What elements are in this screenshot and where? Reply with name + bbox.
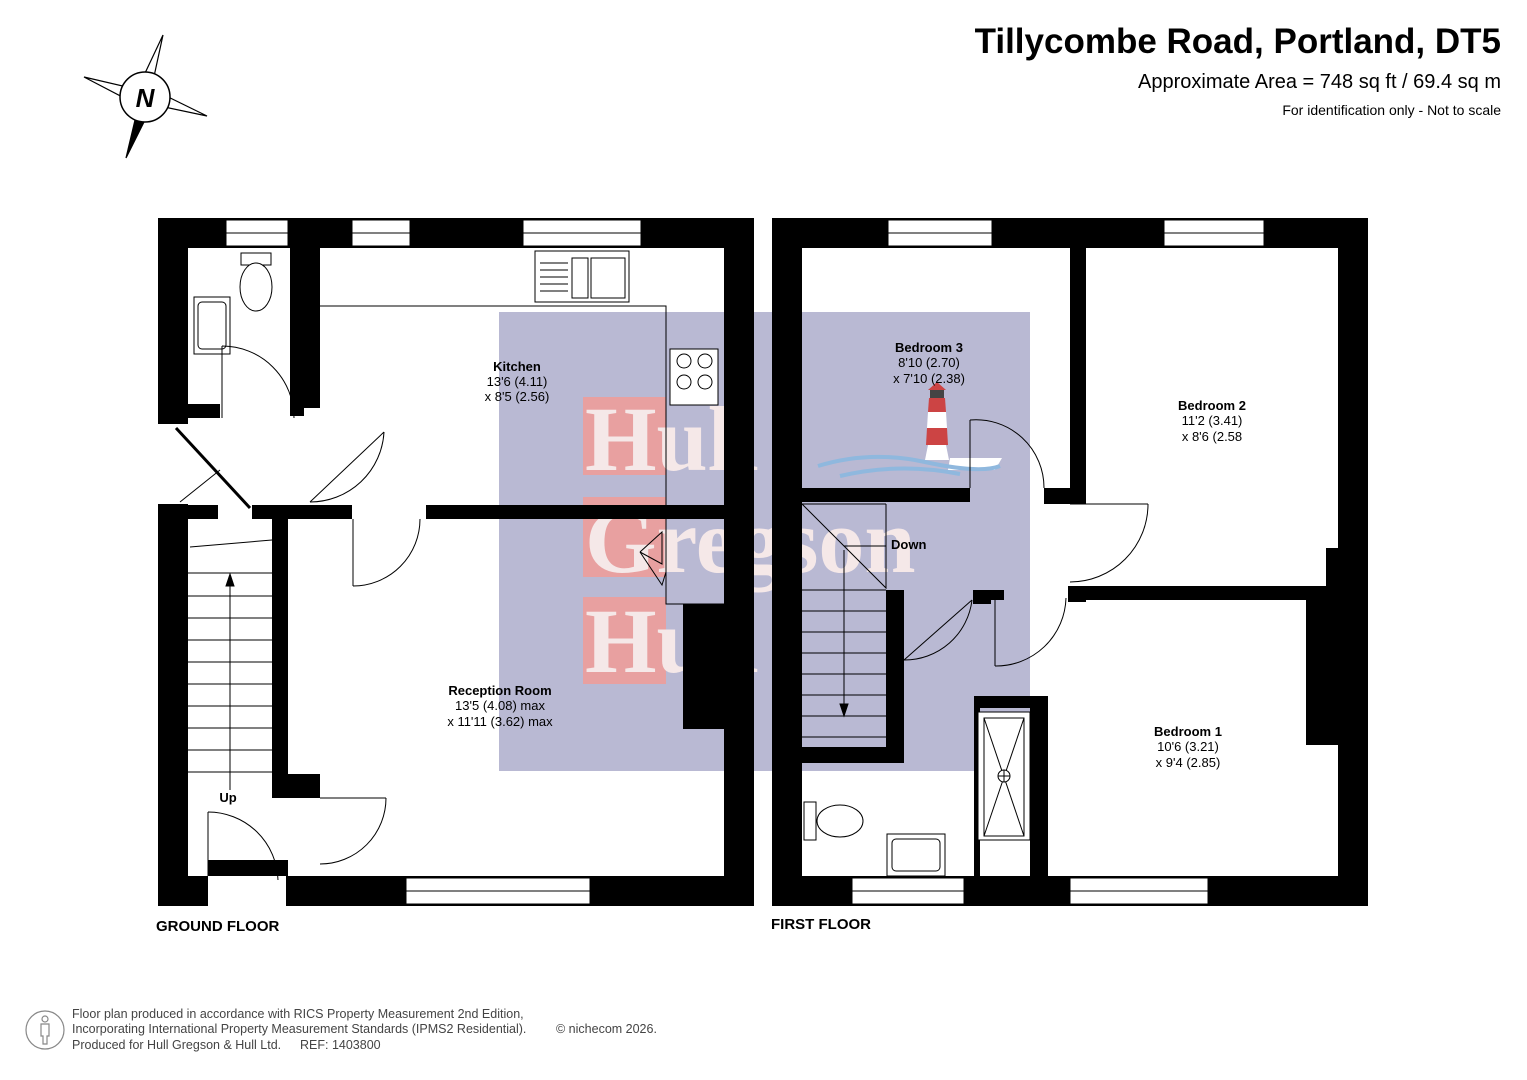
reception-dim-1: 13'5 (4.08) max	[455, 698, 545, 713]
bedroom-3-dim-1: 8'10 (2.70)	[898, 355, 960, 370]
bedroom-2-label: Bedroom 2 11'2 (3.41) x 8'6 (2.58	[1178, 398, 1246, 444]
footer-copyright: © nichecom 2026.	[556, 1022, 657, 1036]
stairs-down-label: Down	[891, 537, 926, 552]
footer-line-3: Produced for Hull Gregson & Hull Ltd.	[72, 1038, 282, 1052]
ground-floor-label: GROUND FLOOR	[156, 918, 280, 935]
compass-north-label: N	[136, 83, 156, 113]
bedroom-1-name: Bedroom 1	[1154, 724, 1222, 739]
person-icon	[25, 1010, 65, 1050]
kitchen-name: Kitchen	[493, 359, 541, 374]
ground-floor-doors	[174, 345, 667, 881]
first-floor-windows	[851, 219, 1265, 905]
bedroom-2-dim-2: x 8'6 (2.58	[1182, 429, 1242, 444]
reception-dim-2: x 11'11 (3.62) max	[447, 714, 553, 729]
kitchen-label: Kitchen 13'6 (4.11) x 8'5 (2.56)	[485, 359, 550, 404]
reception-room-label: Reception Room 13'5 (4.08) max x 11'11 (…	[447, 683, 553, 729]
bedroom-3-label: Bedroom 3 8'10 (2.70) x 7'10 (2.38)	[893, 340, 965, 386]
stairs-up-label: Up	[219, 790, 236, 805]
first-floor-fixtures	[803, 711, 1031, 877]
approximate-area: Approximate Area = 748 sq ft / 69.4 sq m	[1138, 71, 1501, 93]
footer-line-2: Incorporating International Property Mea…	[72, 1022, 527, 1036]
scale-disclaimer: For identification only - Not to scale	[1282, 102, 1501, 118]
ground-floor-fixtures	[193, 250, 724, 605]
first-floor-doors	[903, 419, 1149, 667]
reception-name: Reception Room	[448, 683, 551, 698]
bedroom-1-dim-1: 10'6 (3.21)	[1157, 739, 1219, 754]
bedroom-3-name: Bedroom 3	[895, 340, 963, 355]
bedroom-3-dim-2: x 7'10 (2.38)	[893, 371, 965, 386]
kitchen-dim-2: x 8'5 (2.56)	[485, 389, 550, 404]
bedroom-1-dim-2: x 9'4 (2.85)	[1156, 755, 1221, 770]
first-floor-walls	[772, 218, 1368, 906]
ground-floor-windows	[225, 219, 642, 905]
footer-line-1: Floor plan produced in accordance with R…	[72, 1007, 524, 1021]
first-floor-label: FIRST FLOOR	[771, 916, 871, 933]
waves-icon	[817, 454, 1001, 478]
footer-ref: REF: 1403800	[300, 1038, 381, 1052]
compass-icon: N	[83, 34, 208, 159]
bedroom-1-label: Bedroom 1 10'6 (3.21) x 9'4 (2.85)	[1154, 724, 1222, 770]
first-floor-stairs	[801, 503, 887, 738]
property-title: Tillycombe Road, Portland, DT5	[974, 22, 1501, 61]
bedroom-2-name: Bedroom 2	[1178, 398, 1246, 413]
kitchen-dim-1: 13'6 (4.11)	[487, 374, 548, 389]
bedroom-2-dim-1: 11'2 (3.41)	[1182, 413, 1243, 428]
ground-floor-stairs	[188, 572, 272, 790]
